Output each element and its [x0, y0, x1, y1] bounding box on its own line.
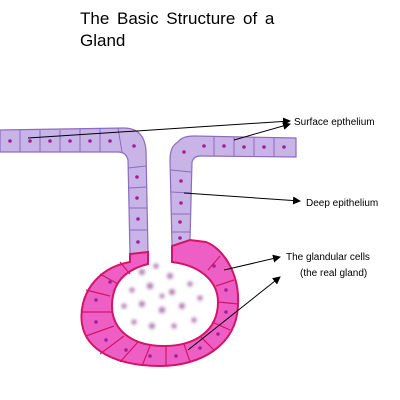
label-deep-epithelium: Deep epithelium — [306, 198, 378, 209]
label-glandular-cells-line1: The glandular cells — [286, 252, 370, 263]
diagram-title: The Basic Structure of a Gland — [80, 9, 275, 50]
arrow-glandular-upper — [223, 254, 281, 271]
arrow-glandular-lower — [187, 276, 281, 351]
arrow-deep — [183, 192, 301, 205]
cell-nuclei — [8, 139, 286, 358]
secretion-droplets — [121, 263, 203, 329]
label-arrows — [27, 117, 301, 351]
arrow-surface-right — [233, 122, 291, 141]
glandular-cells — [80, 238, 240, 368]
label-glandular-cells-line2: (the real gland) — [300, 268, 367, 279]
surface-epithelium-left — [0, 127, 149, 255]
arrow-surface-left — [27, 117, 291, 139]
label-surface-epithelium: Surface epthelium — [294, 117, 375, 128]
surface-epithelium-right — [169, 135, 297, 247]
